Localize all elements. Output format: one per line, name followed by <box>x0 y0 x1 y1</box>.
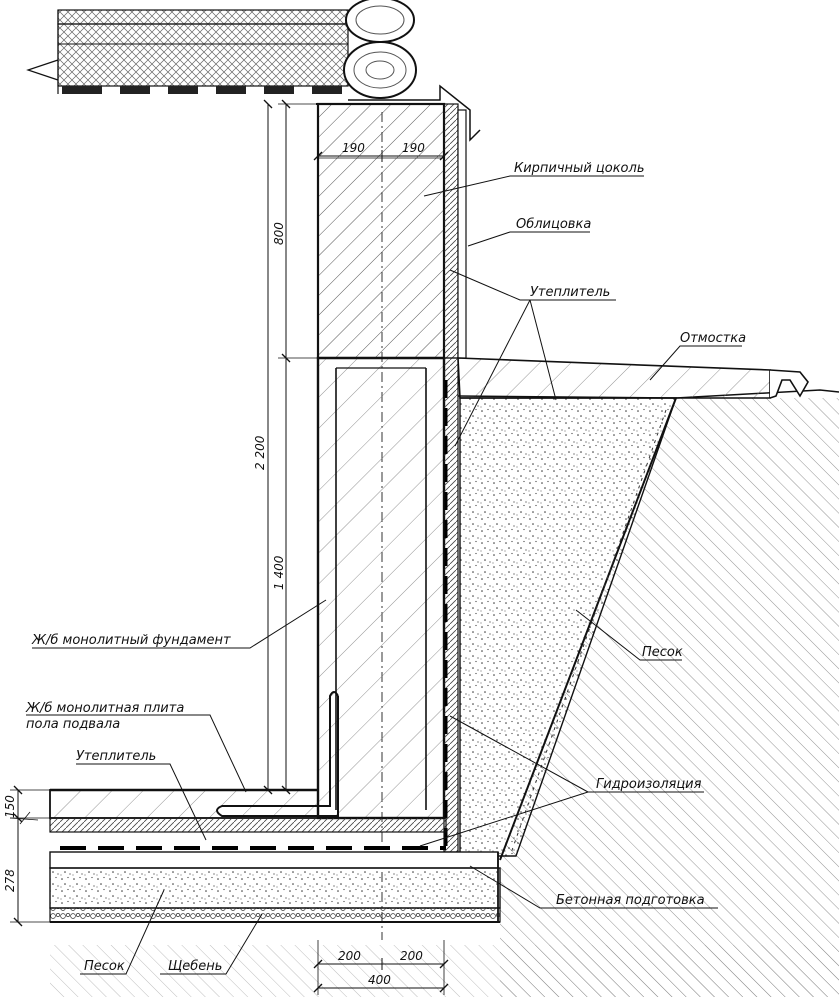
label-slab-line1: Ж/б монолитная плита <box>25 701 184 716</box>
leader-lines <box>26 175 742 975</box>
under-slab-layers <box>49 817 499 869</box>
label-foundation: Ж/б монолитный фундамент <box>31 633 231 648</box>
label-cladding: Облицовка <box>516 217 591 232</box>
label-insulation-top: Утеплитель <box>530 285 610 300</box>
label-gravel: Щебень <box>168 959 222 974</box>
label-waterproofing: Гидроизоляция <box>596 777 702 792</box>
label-blind-area: Отмостка <box>680 331 746 346</box>
floor-overlap <box>26 9 349 94</box>
dim-height-2200: 2 200 <box>253 435 267 470</box>
sand-gravel-layers <box>49 852 501 923</box>
monolithic-foundation-wall <box>316 356 446 820</box>
soil-ground <box>50 389 839 997</box>
label-sand-right: Песок <box>642 645 683 660</box>
label-sand-bottom: Песок <box>84 959 125 974</box>
label-concrete-prep: Бетонная подготовка <box>556 893 705 908</box>
label-slab-line2: пола подвала <box>26 717 120 732</box>
dim-height-1400: 1 400 <box>272 555 286 590</box>
foundation-insulation-waterproofing <box>443 357 459 853</box>
dim-base-right: 200 <box>400 949 423 963</box>
dim-plinth-right: 190 <box>402 141 425 155</box>
brick-plinth <box>316 102 446 360</box>
plinth-insulation-cladding <box>443 103 467 359</box>
blind-area <box>457 357 809 399</box>
dim-height-800: 800 <box>272 222 286 245</box>
dim-base-left: 200 <box>338 949 361 963</box>
dim-height-150: 150 <box>3 795 17 818</box>
dim-plinth-left: 190 <box>342 141 365 155</box>
label-insulation-bottom: Утеплитель <box>76 749 156 764</box>
sand-backfill <box>459 397 677 861</box>
dimension-lines <box>9 99 449 995</box>
dim-base-total: 400 <box>368 973 391 987</box>
dim-height-278: 278 <box>3 869 17 892</box>
label-brick-plinth: Кирпичный цоколь <box>514 161 644 176</box>
